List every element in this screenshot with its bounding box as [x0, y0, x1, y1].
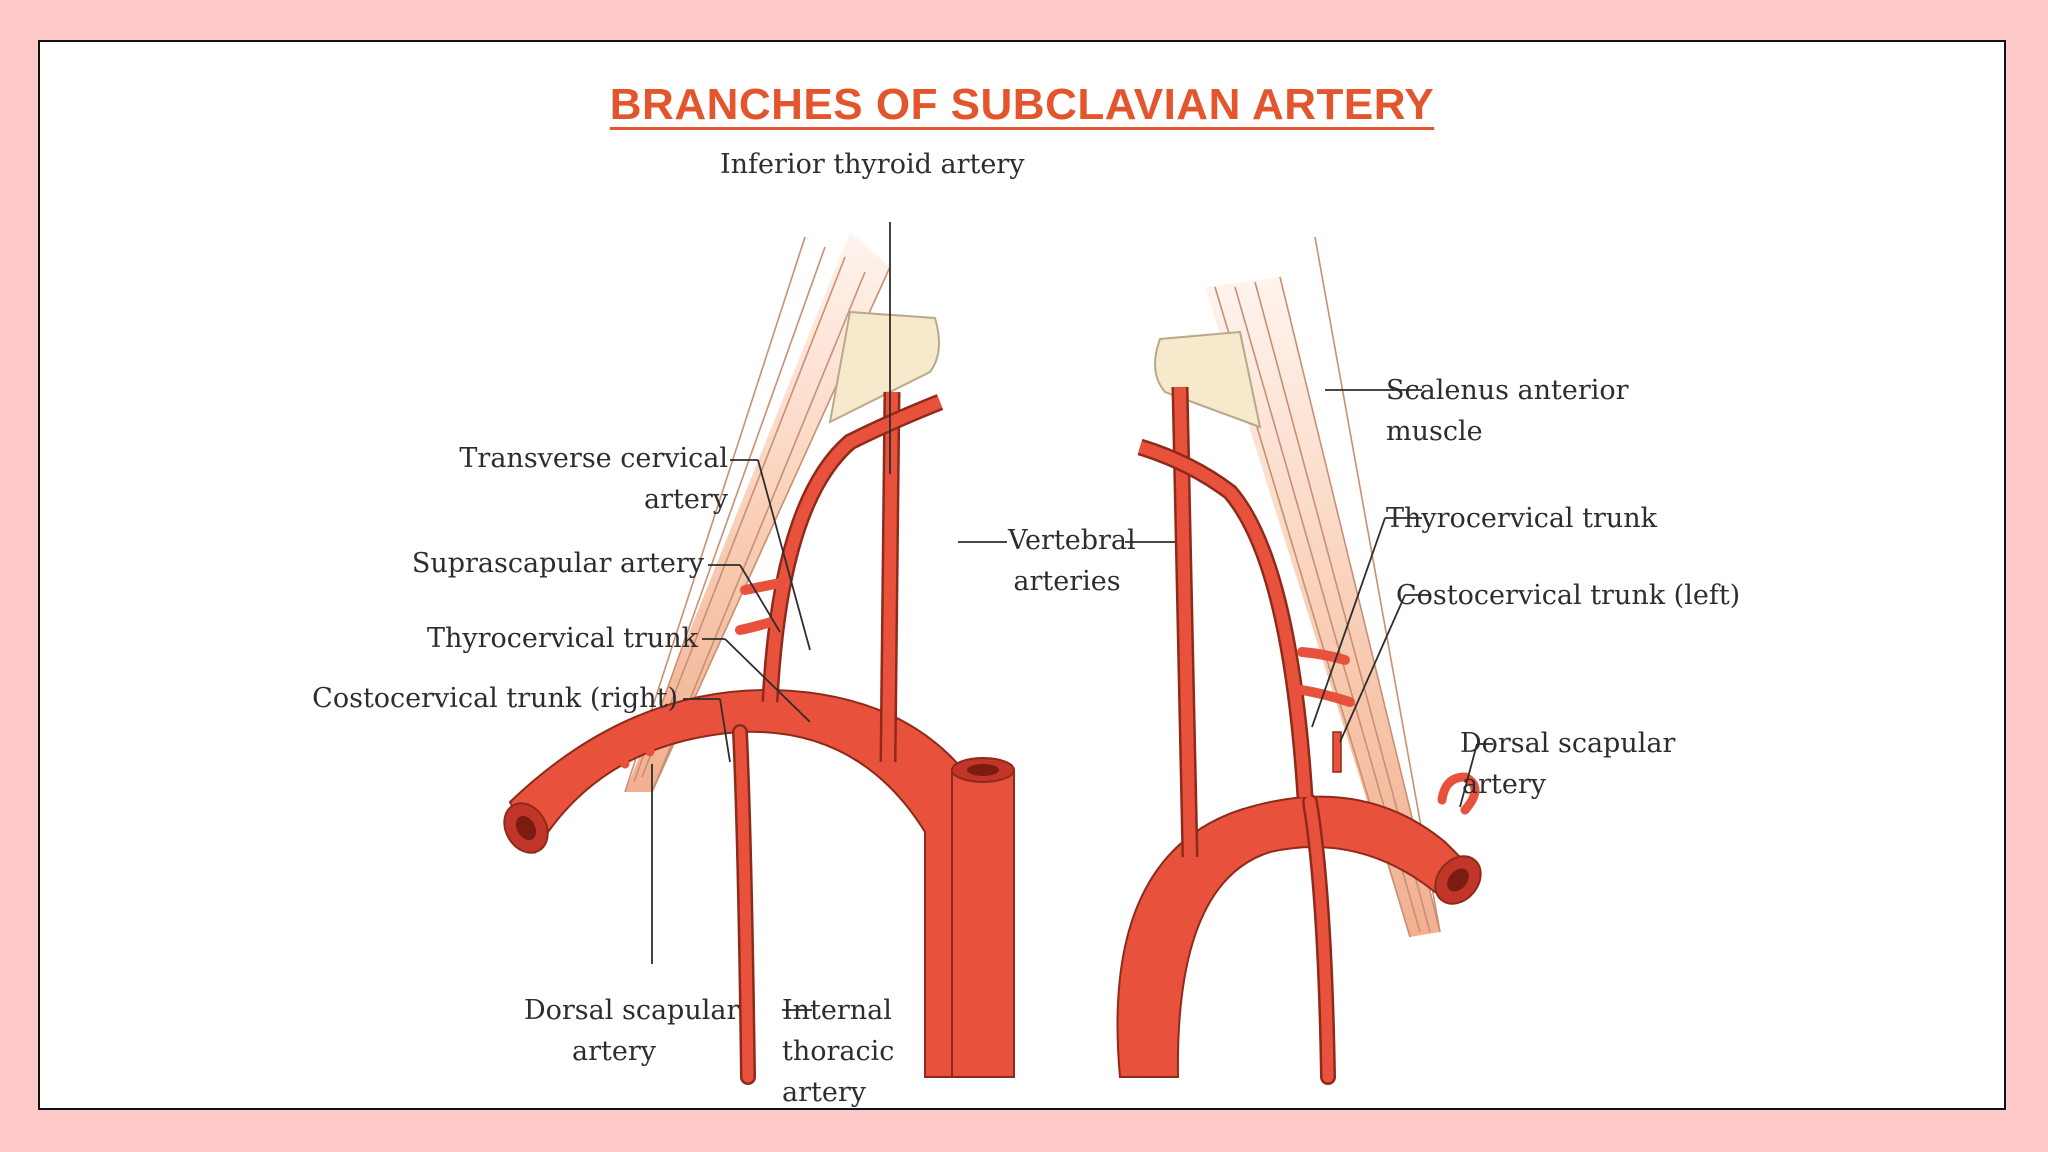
- common-carotid-artery: [951, 757, 1015, 1078]
- label-costocervical-trunk-left: Costocervical trunk (left): [1396, 580, 1741, 611]
- label-scalenus-anterior-muscle: Scalenus anterior muscle: [1386, 375, 1629, 447]
- label-suprascapular-artery: Suprascapular artery: [411, 548, 704, 579]
- label-transverse-cervical-artery: Transverse cervical artery: [459, 443, 728, 515]
- leader-lines: [651, 222, 1493, 1011]
- page-title: BRANCHES OF SUBCLAVIAN ARTERY: [609, 80, 1435, 129]
- fascia-right: [828, 310, 940, 424]
- fascia-left: [1154, 330, 1262, 429]
- label-dorsal-scapular-artery-left: Dorsal scapular artery: [1460, 728, 1676, 800]
- label-internal-thoracic-artery: Internal thoracic artery: [782, 995, 895, 1108]
- label-thyrocervical-trunk-left: Thyrocervical trunk: [1386, 503, 1658, 534]
- label-inferior-thyroid-artery: Inferior thyroid artery: [720, 149, 1025, 180]
- subclavian-artery-diagram: [503, 222, 1493, 1085]
- label-thyrocervical-trunk-right: Thyrocervical trunk: [426, 623, 698, 654]
- slide: BRANCHES OF SUBCLAVIAN ARTERY: [38, 40, 2006, 1110]
- dorsal-scapular-artery-right: [611, 725, 655, 769]
- label-vertebral-arteries: Vertebral arteries: [1008, 525, 1136, 597]
- label-costocervical-trunk-right: Costocervical trunk (right): [312, 683, 678, 714]
- label-dorsal-scapular-artery-right: Dorsal scapular artery: [524, 995, 740, 1067]
- dorsal-scapular-artery-left: [1437, 772, 1480, 815]
- left-subclavian-artery: [1116, 795, 1482, 1078]
